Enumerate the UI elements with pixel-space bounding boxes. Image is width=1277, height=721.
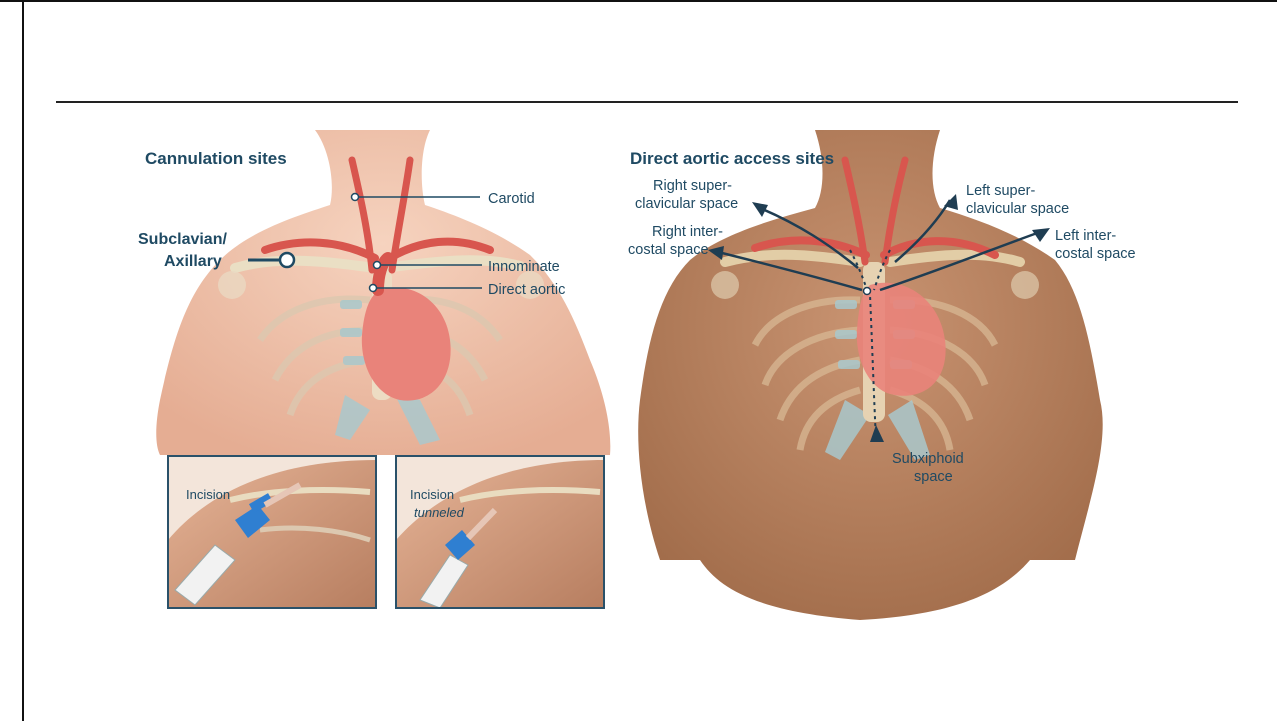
direct-aortic-access-title: Direct aortic access sites (630, 149, 834, 168)
inset-tunneled (396, 456, 604, 608)
right-intercostal-label-1: Right inter- (652, 224, 723, 240)
inset-incision (168, 456, 376, 608)
cannulation-sites-title: Cannulation sites (145, 149, 287, 168)
carotid-label: Carotid (488, 191, 535, 207)
inset-right-tunneled-label: tunneled (414, 505, 465, 520)
subxiphoid-label-2: space (914, 469, 953, 485)
inset-left-incision-label: Incision (186, 487, 230, 502)
innominate-marker (374, 262, 381, 269)
right-intercostal-label-2: costal space (628, 242, 709, 258)
direct-aortic-marker (370, 285, 377, 292)
axillary-label: Axillary (164, 253, 222, 270)
subxiphoid-label-1: Subxiphoid (892, 451, 964, 467)
left-supraclavicular-label-1: Left super- (966, 183, 1035, 199)
inset-right-incision-label: Incision (410, 487, 454, 502)
left-supraclavicular-label-2: clavicular space (966, 201, 1069, 217)
left-intercostal-label-1: Left inter- (1055, 228, 1116, 244)
left-intercostal-label-2: costal space (1055, 246, 1136, 262)
right-supraclavicular-label-1: Right super- (653, 178, 732, 194)
axillary-marker (280, 253, 294, 267)
subclavian-label: Subclavian/ (138, 231, 227, 248)
access-target-marker (864, 288, 871, 295)
right-supraclavicular-label-2: clavicular space (635, 196, 738, 212)
innominate-label: Innominate (488, 259, 560, 275)
direct-aortic-label: Direct aortic (488, 282, 565, 298)
carotid-marker (352, 194, 359, 201)
